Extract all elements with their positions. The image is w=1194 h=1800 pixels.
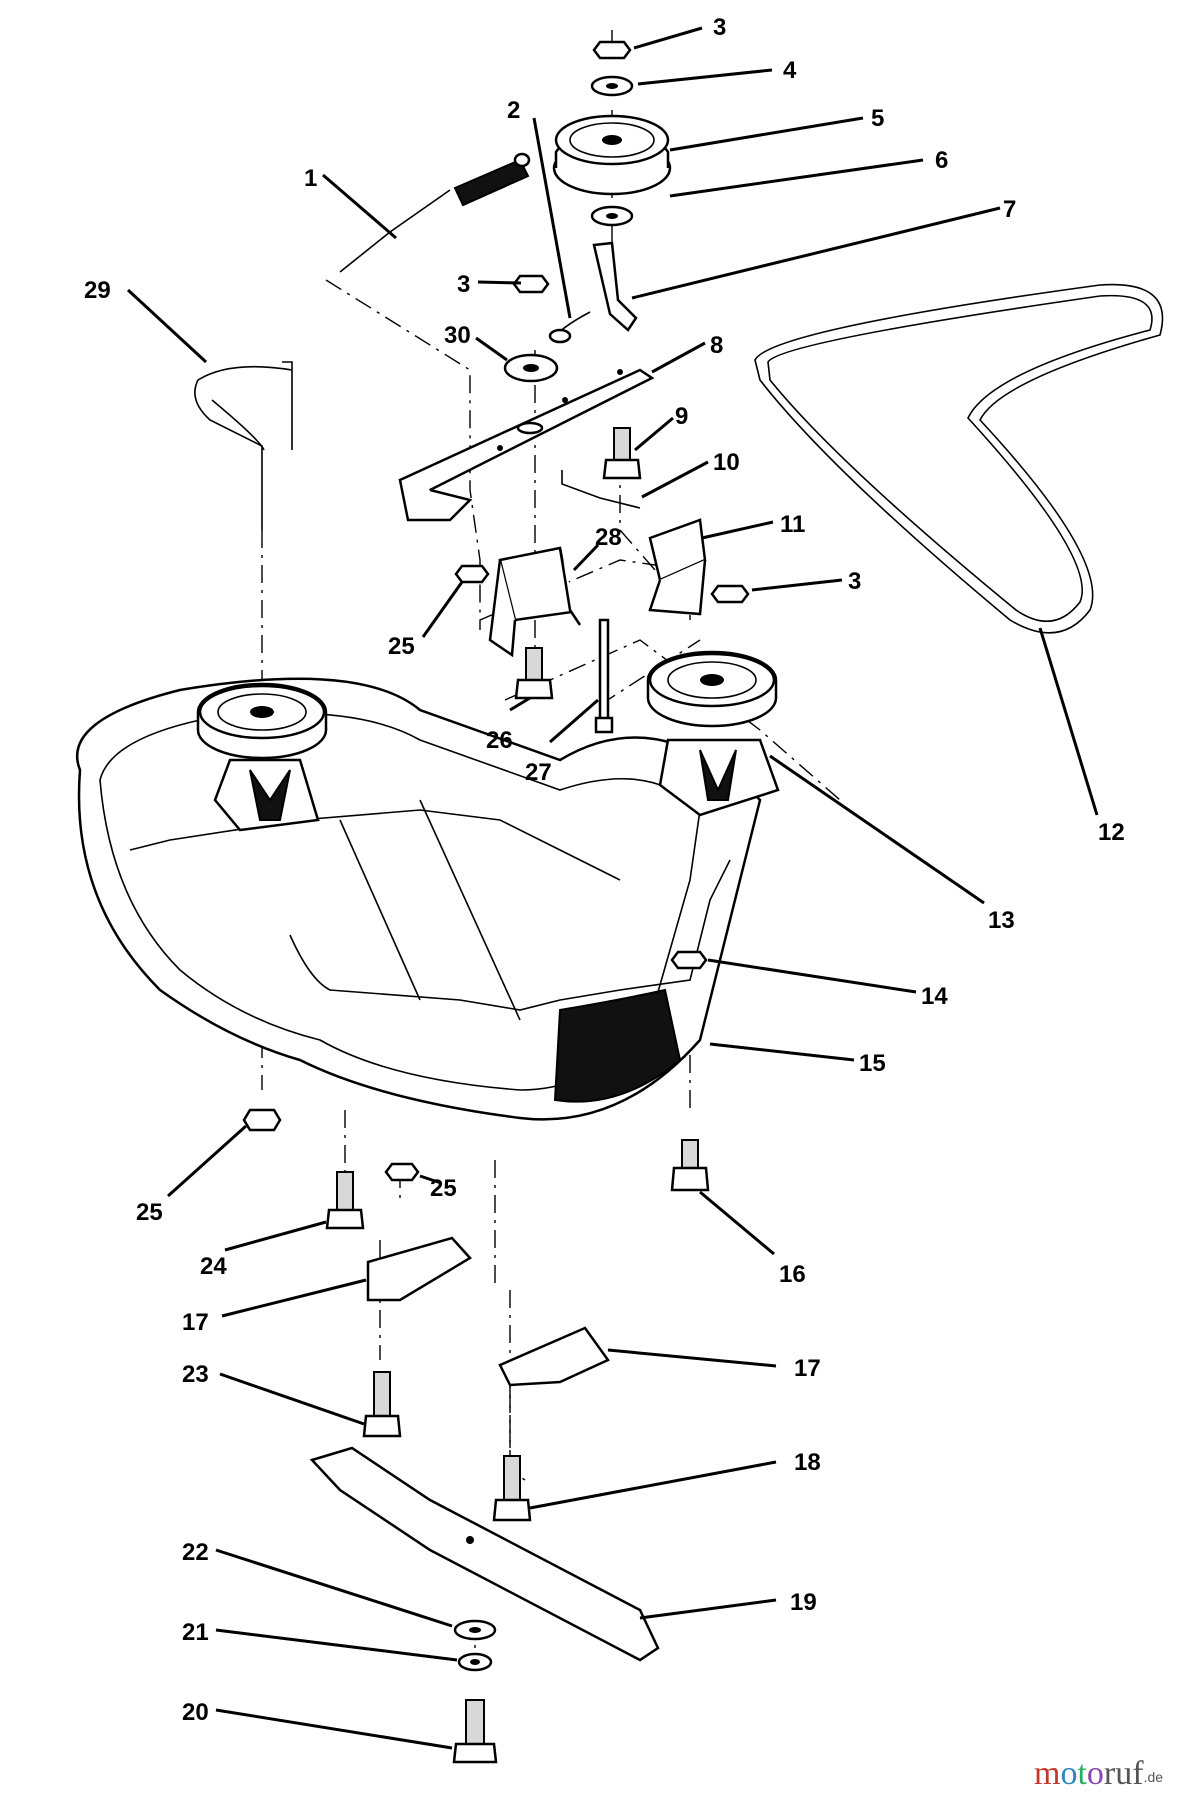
callout-14: 14 [921, 983, 948, 1010]
callout-11: 11 [780, 511, 805, 538]
bolt-16 [670, 1139, 710, 1192]
callout-7: 7 [1003, 196, 1016, 223]
callout-22: 22 [182, 1539, 209, 1566]
callout-4: 4 [783, 57, 797, 84]
callout-27: 27 [525, 759, 552, 786]
idler-arm-part [398, 368, 655, 522]
bolt-23 [362, 1371, 402, 1438]
left-spindle-part [196, 682, 328, 832]
cotter-pin-part [548, 311, 591, 344]
callout-15: 15 [859, 1050, 886, 1077]
callout-12: 12 [1098, 819, 1125, 846]
callout-9: 9 [675, 403, 688, 430]
bolt-9 [602, 427, 642, 480]
svg-text:motoruf.de: motoruf.de [1034, 1755, 1163, 1792]
bolt-26 [514, 647, 554, 700]
nut-washer-left [503, 274, 559, 383]
callout-10: 10 [713, 449, 740, 476]
deck-housing-part [75, 677, 762, 1121]
belt-guide-11 [648, 518, 707, 616]
deflector-rod-part [194, 361, 293, 530]
callout-3-right: 3 [848, 568, 861, 595]
callout-25-upper: 25 [388, 633, 415, 660]
callout-18: 18 [794, 1449, 821, 1476]
rod-10 [561, 470, 641, 509]
callout-3-left: 3 [457, 271, 470, 298]
bolt-24 [325, 1171, 365, 1230]
callout-labels: 1 2 3 4 5 6 7 8 3 30 29 9 10 11 3 12 28 … [84, 14, 1125, 1726]
callout-8: 8 [710, 332, 723, 359]
callout-25-middle: 25 [430, 1175, 457, 1202]
callout-26: 26 [486, 727, 513, 754]
callout-2: 2 [507, 97, 520, 124]
callout-25-lower-left: 25 [136, 1199, 163, 1226]
belt-guide-7 [592, 241, 638, 332]
nut-14 [670, 950, 708, 970]
leader-lines [126, 26, 1099, 1750]
baffle-lower-17 [498, 1326, 610, 1387]
callout-23: 23 [182, 1361, 209, 1388]
callout-17-right: 17 [794, 1355, 821, 1382]
nut-middle-25 [384, 1162, 420, 1182]
watermark-tld: .de [1144, 1769, 1164, 1785]
nut-lower-left-25 [242, 1108, 282, 1132]
blade-part [309, 1446, 660, 1662]
motoruf-watermark: motoruf.de [1034, 1755, 1163, 1792]
watermark-brand: motoruf [1034, 1755, 1144, 1792]
callout-21: 21 [182, 1619, 209, 1646]
callout-17-left: 17 [182, 1309, 209, 1336]
callout-16: 16 [779, 1261, 806, 1288]
stud-27 [594, 618, 614, 734]
callout-1: 1 [304, 165, 317, 192]
v-belt-part [754, 283, 1164, 634]
callout-20: 20 [182, 1699, 209, 1726]
baffle-upper-17 [366, 1236, 472, 1302]
callout-19: 19 [790, 1589, 817, 1616]
idler-stack-top [552, 40, 672, 227]
callout-24: 24 [200, 1253, 227, 1280]
callout-5: 5 [871, 105, 884, 132]
right-spindle-part [646, 650, 780, 817]
bracket-28 [488, 546, 582, 658]
callout-28: 28 [595, 524, 622, 551]
bolt-18 [492, 1455, 532, 1522]
callout-6: 6 [935, 147, 948, 174]
callout-30: 30 [444, 322, 471, 349]
blade-hardware [452, 1619, 498, 1764]
nut-upper-25 [454, 564, 490, 584]
callout-3-top: 3 [713, 14, 726, 41]
callout-29: 29 [84, 277, 111, 304]
nut-right-3 [710, 584, 750, 604]
callout-13: 13 [988, 907, 1015, 934]
